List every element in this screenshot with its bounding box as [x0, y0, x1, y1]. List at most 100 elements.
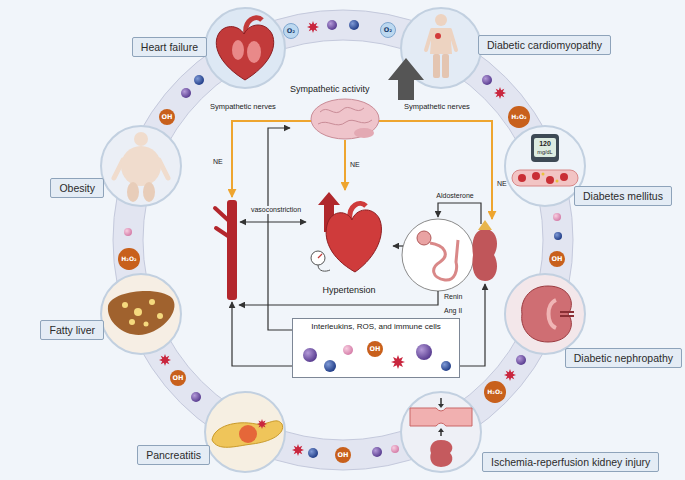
- heart-failure-illustration: [247, 41, 261, 63]
- mediator-panel-art: [292, 318, 460, 378]
- ring-cells: [327, 20, 337, 30]
- annotation-label: Sympathetic nerves: [210, 103, 276, 111]
- diabetes-illustration: [518, 174, 526, 182]
- ros-bubble: O₂: [283, 23, 299, 39]
- annotation-label: NE: [213, 158, 223, 166]
- kidney-illustration: [402, 219, 497, 291]
- connector: [344, 140, 346, 190]
- outer-ring: [113, 10, 573, 470]
- annotation-label: vasoconstriction: [249, 206, 303, 214]
- kidney-injury-illustration: [438, 404, 444, 432]
- nephropathy-illustration: [505, 274, 585, 354]
- ring-cells: [516, 355, 526, 365]
- ring-cells: [391, 445, 399, 453]
- mediator-panel-art: [343, 345, 353, 355]
- obesity-illustration: [143, 182, 155, 202]
- outer-ring: [143, 40, 543, 440]
- kidney-injury-illustration: [401, 392, 481, 472]
- kidney-illustration: [430, 240, 458, 280]
- blood-vessel: [215, 200, 237, 300]
- ros-bubble: OH: [549, 251, 566, 268]
- node-text: Fatty liver: [49, 324, 95, 337]
- obesity-illustration: [101, 126, 181, 206]
- ros-bubble: OH: [170, 370, 187, 387]
- mediator-panel: Interleukins, ROS, and immune cellsOH: [292, 318, 460, 378]
- diabetes-illustration: [556, 180, 559, 183]
- brain-illustration: [311, 58, 424, 139]
- disease-label-box: Ischemia-reperfusion kidney injury: [482, 452, 659, 473]
- ros-bubble: H₂O₂: [118, 248, 139, 269]
- pancreatitis-illustration: [239, 425, 257, 443]
- sympathetic-nerve-lines: [379, 121, 492, 219]
- node-text: Obesity: [59, 182, 95, 195]
- ring-cells: [372, 447, 382, 457]
- ring-cells: [191, 392, 201, 402]
- diabetes-illustration: [532, 172, 540, 180]
- disease-label-box: Fatty liver: [40, 320, 104, 341]
- heart-illustration: [326, 210, 381, 272]
- ring-cells: [308, 448, 318, 458]
- pancreatitis-illustration: [257, 419, 267, 429]
- mediator-panel-art: [303, 348, 317, 362]
- annotation-label: 120: [539, 140, 551, 148]
- node-text: OH: [370, 346, 381, 353]
- kidney-illustration: [472, 229, 497, 281]
- ring-cells: [292, 444, 304, 456]
- node-text: Diabetic cardiomyopathy: [487, 39, 602, 52]
- sympathetic-nerve-lines: [232, 121, 311, 197]
- ring-cells: [482, 75, 492, 85]
- cardiomyopathy-illustration: [442, 54, 449, 78]
- cardiomyopathy-illustration: [435, 33, 441, 39]
- brain-illustration: [318, 107, 372, 124]
- disease-label-box: Obesity: [50, 178, 104, 199]
- cardiomyopathy-illustration: [435, 14, 447, 26]
- ring-cells: [504, 369, 516, 381]
- obesity-illustration: [121, 146, 161, 186]
- brain-illustration: [354, 128, 374, 138]
- node-text: H₂O₂: [511, 114, 526, 120]
- outer-ring: [128, 25, 558, 455]
- node-text: Pancreatitis: [146, 449, 201, 462]
- nephropathy-illustration: [560, 312, 574, 316]
- diabetes-illustration: [534, 138, 556, 157]
- kidney-injury-illustration: [410, 408, 472, 426]
- obesity-illustration: [127, 182, 139, 202]
- disease-label-box: Diabetes mellitus: [574, 186, 672, 207]
- disease-label-box: Heart failure: [132, 37, 207, 58]
- heart-illustration: [318, 265, 330, 271]
- annotation-label: mg/dL: [537, 149, 552, 155]
- fatty-liver-illustration: [157, 313, 163, 319]
- brain-node: Sympathetic activity: [290, 84, 400, 140]
- node-text: H₂O₂: [121, 256, 136, 262]
- fatty-liver-illustration: [129, 319, 135, 325]
- node-text: Sympathetic activity: [290, 84, 370, 95]
- diabetes-illustration: [505, 126, 585, 206]
- fatty-liver-illustration: [134, 308, 142, 316]
- node-text: Ischemia-reperfusion kidney injury: [491, 456, 650, 469]
- fatty-liver-illustration: [144, 322, 149, 327]
- mediator-panel-art: [441, 361, 451, 371]
- nephropathy-illustration: [549, 300, 557, 328]
- fatty-liver-illustration: [101, 274, 181, 354]
- blood-vessel: [227, 200, 237, 300]
- nephropathy-illustration: [505, 274, 585, 354]
- mediator-panel-art: [324, 360, 336, 372]
- node-text: Hypertension: [322, 285, 375, 296]
- heart-illustration: [311, 251, 325, 265]
- ring-cells: [194, 75, 204, 85]
- blood-vessel: [215, 208, 228, 236]
- ring-cells: [553, 213, 561, 221]
- mediator-arrows: [393, 245, 403, 246]
- mediator-panel-art: [292, 318, 460, 378]
- mediator-arrows: [460, 284, 485, 366]
- kidney-injury-illustration: [430, 440, 452, 467]
- mediator-arrows: [240, 221, 306, 222]
- outer-ring: [113, 10, 573, 470]
- heart-failure-illustration: [205, 8, 285, 88]
- annotation-label: Sympathetic nerves: [404, 103, 470, 111]
- ring-cells: [494, 87, 506, 99]
